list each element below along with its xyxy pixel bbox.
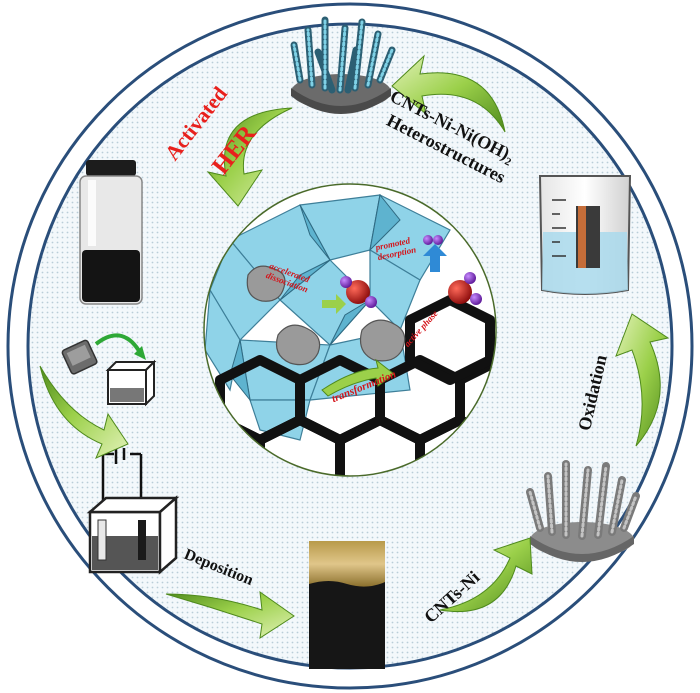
vial-image [79,160,143,305]
arrow-right-up [615,313,670,447]
dispersion-pour-image [61,333,157,407]
desorption-arrow [423,244,447,272]
cycle-arrows [39,54,670,640]
electrolytic-cell-image [86,444,180,575]
arrow-top-right [391,54,506,133]
heterostructure-brush-image [290,16,396,114]
center-illustration [204,184,496,476]
transformation-arrow [321,358,395,397]
water-molecules [340,235,482,308]
arrow-bottom-right [439,537,533,613]
arrow-top-left [206,107,293,207]
cnts-ni-brush-image [526,460,640,562]
arrow-left-down [39,365,129,459]
oxidation-beaker-image [538,175,632,295]
deposited-film-image [309,541,385,669]
ni-particles [246,265,406,366]
arrow-bottom-left [165,590,295,640]
